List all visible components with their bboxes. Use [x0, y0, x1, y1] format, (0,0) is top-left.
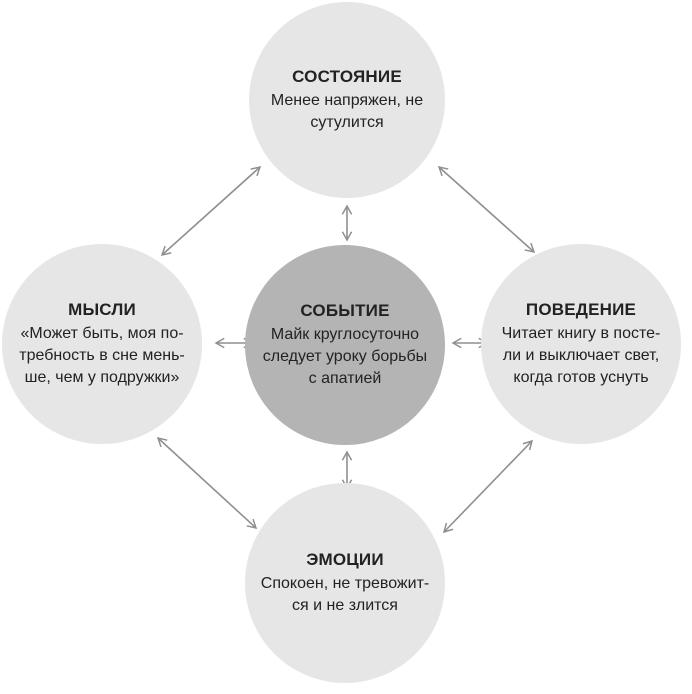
emotions-title: ЭМОЦИИ [306, 549, 384, 569]
emotions-line: Спокоен, не тревожит- [260, 574, 430, 592]
event-node: СОБЫТИЕ Майк круглосуточно следует уроку… [245, 245, 445, 445]
thoughts-line: ше, чем у подружки» [24, 368, 180, 386]
arrow-state-behavior [437, 165, 536, 254]
arrow-behavior-emotions [442, 439, 534, 534]
thoughts-line: «Может быть, моя по- [20, 324, 184, 342]
thoughts-title: МЫСЛИ [68, 299, 136, 319]
behavior-line: ли и выключает свет, [502, 346, 660, 364]
state-node: СОСТОЯНИЕ Менее напряжен, не сутулится [249, 2, 445, 198]
state-line: сутулится [310, 113, 384, 131]
event-line: следует уроку борьбы [262, 347, 428, 365]
emotions-node: ЭМОЦИИ Спокоен, не тревожит- ся и не зли… [245, 483, 445, 683]
state-title: СОСТОЯНИЕ [292, 66, 402, 86]
behavior-node: ПОВЕДЕНИЕ Читает книгу в посте- ли и вык… [481, 244, 681, 444]
emotions-line: ся и не злится [292, 596, 398, 614]
thoughts-line: требность в сне мень- [19, 346, 185, 364]
state-line: Менее напряжен, не [270, 91, 424, 109]
arrow-thoughts-emotions [156, 436, 258, 530]
event-line: Майк круглосуточно [270, 325, 420, 343]
behavior-line: когда готов уснуть [513, 368, 649, 386]
arrow-thoughts-state [160, 165, 262, 257]
behavior-line: Читает книгу в посте- [501, 324, 661, 342]
event-line: с апатией [308, 369, 382, 387]
event-title: СОБЫТИЕ [300, 300, 390, 320]
thoughts-node: МЫСЛИ «Может быть, моя по- требность в с… [2, 244, 202, 444]
behavior-title: ПОВЕДЕНИЕ [525, 299, 637, 319]
